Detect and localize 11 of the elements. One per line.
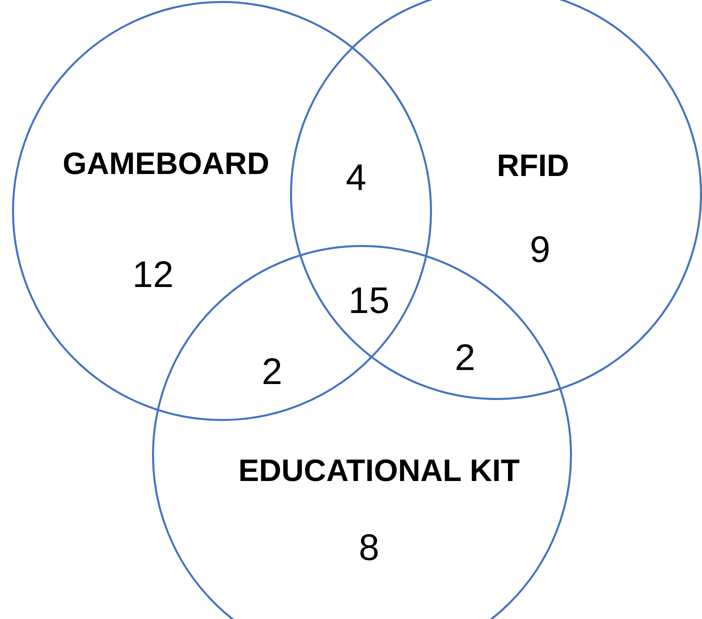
region-count: 8	[358, 527, 380, 569]
set-label: RFID	[496, 148, 570, 184]
venn-circle	[12, 1, 432, 421]
region-count: 15	[348, 280, 390, 322]
region-count: 2	[454, 337, 476, 379]
region-count: 2	[262, 351, 282, 393]
set-label: EDUCATIONAL KIT	[238, 453, 520, 489]
set-label: GAMEBOARD	[62, 146, 270, 182]
region-count: 4	[346, 157, 366, 199]
region-count: 12	[132, 254, 174, 296]
region-count: 9	[530, 229, 550, 271]
